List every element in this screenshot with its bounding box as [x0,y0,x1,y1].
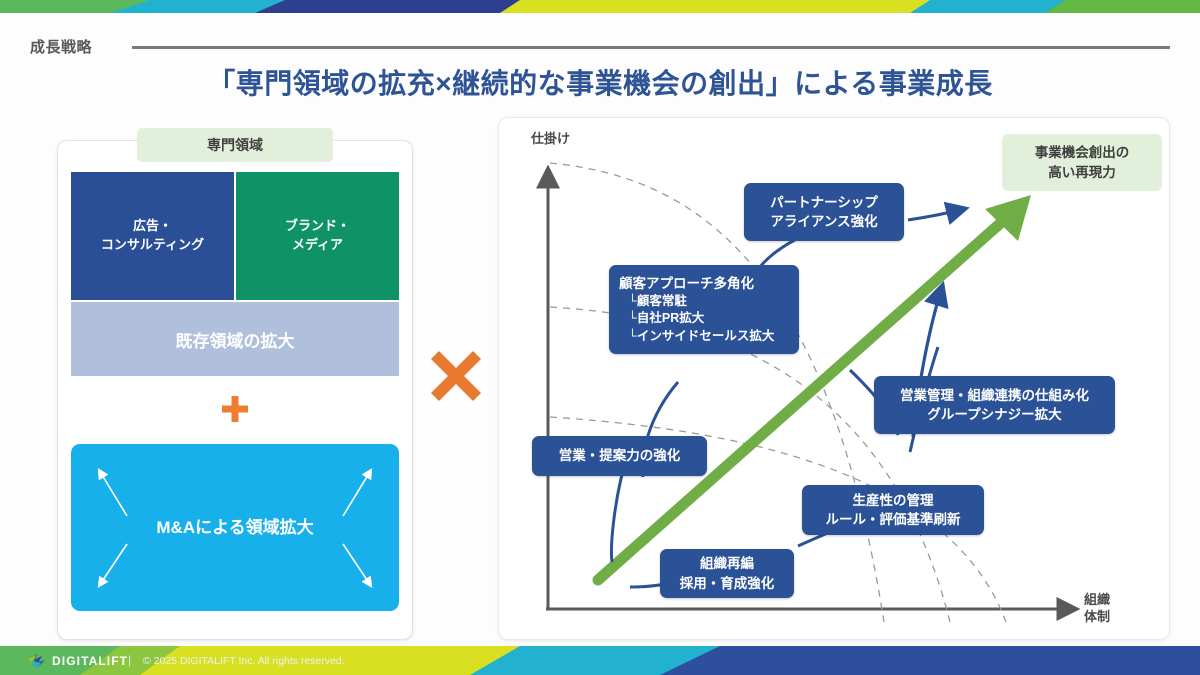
plus-icon [222,396,248,422]
cell-label-line2: メディア [291,237,344,252]
digitalift-bird-logo-icon [28,653,46,669]
box-customer-sub-3: └インサイドセールス拡大 [628,328,775,343]
cell-label-line1: ブランド・ [284,218,350,234]
multiply-icon [428,348,484,404]
top-decorative-bar [0,0,1200,13]
box-partnership-line1: パートナーシップ [770,194,878,210]
ma-label-line2: 領域拡大 [245,517,314,537]
result-box-line1: 事業機会創出の [1034,144,1130,160]
box-org-restructure[interactable]: 組織再編 採用・育成強化 [660,549,794,598]
kicker-rule [132,46,1170,49]
domain-cell-advertising: 広告・ コンサルティング [71,172,234,300]
box-customer-sub-2: └自社PR拡大 [628,311,705,326]
box-customer-sub-1: └顧客常駐 [628,294,687,309]
result-box-line2: 高い再現力 [1048,164,1116,180]
page-title: 「専門領域の拡充×継続的な事業機会の創出」による事業成長 [207,68,993,99]
cell-label-line2: コンサルティング [100,237,205,252]
footer-separator: | [128,653,132,667]
box-productivity-line2: ルール・評価基準刷新 [825,512,961,527]
ma-label-line1: M&Aによる [156,517,246,537]
footer-bar [0,646,1200,675]
box-sales-strength[interactable]: 営業・提案力の強化 [532,436,707,476]
existing-domain-band: 既存領域の拡大 [71,302,399,376]
box-sales-strength-line1: 営業・提案力の強化 [558,448,681,464]
partnership-arrow [907,201,970,226]
box-partnership-line2: アライアンス強化 [770,214,878,229]
ma-expansion-box: M&Aによる 領域拡大 [71,444,399,611]
domain-cell-brand-media: ブランド・ メディア [236,172,399,300]
domain-tab-label: 専門領域 [137,128,333,162]
box-partnership[interactable]: パートナーシップ アライアンス強化 [744,183,904,241]
footer-copyright: © 2025 DIGITALIFT Inc. All rights reserv… [143,655,345,667]
box-customer-approach[interactable]: 顧客アプローチ多角化 └顧客常駐 └自社PR拡大 └インサイドセールス拡大 [609,265,799,354]
x-axis-label: 組織 体制 [1084,592,1110,626]
footer-brand: DIGITALIFT [52,654,129,668]
box-productivity[interactable]: 生産性の管理 ルール・評価基準刷新 [802,485,984,535]
x-axis-label-line2: 体制 [1084,608,1111,624]
y-axis-label: 仕掛け [531,131,571,146]
domain-cell-grid: 広告・ コンサルティング ブランド・ メディア [71,172,399,300]
result-box-opportunity-creation: 事業機会創出の 高い再現力 [1002,134,1162,191]
box-org-restructure-line2: 採用・育成強化 [679,575,775,591]
box-sales-management[interactable]: 営業管理・組織連携の仕組み化 グループシナジー拡大 [874,376,1115,434]
box-org-restructure-line1: 組織再編 [700,556,754,572]
box-sales-management-line2: グループシナジー拡大 [927,407,1062,422]
page-kicker: 成長戦略 [30,39,93,56]
box-sales-management-line1: 営業管理・組織連携の仕組み化 [900,387,1089,403]
box-productivity-line1: 生産性の管理 [852,492,934,508]
cell-label-line1: 広告・ [132,218,172,234]
box-customer-title: 顧客アプローチ多角化 [619,276,754,292]
growth-arrow [592,195,1031,586]
x-axis-label-line1: 組織 [1084,592,1111,607]
